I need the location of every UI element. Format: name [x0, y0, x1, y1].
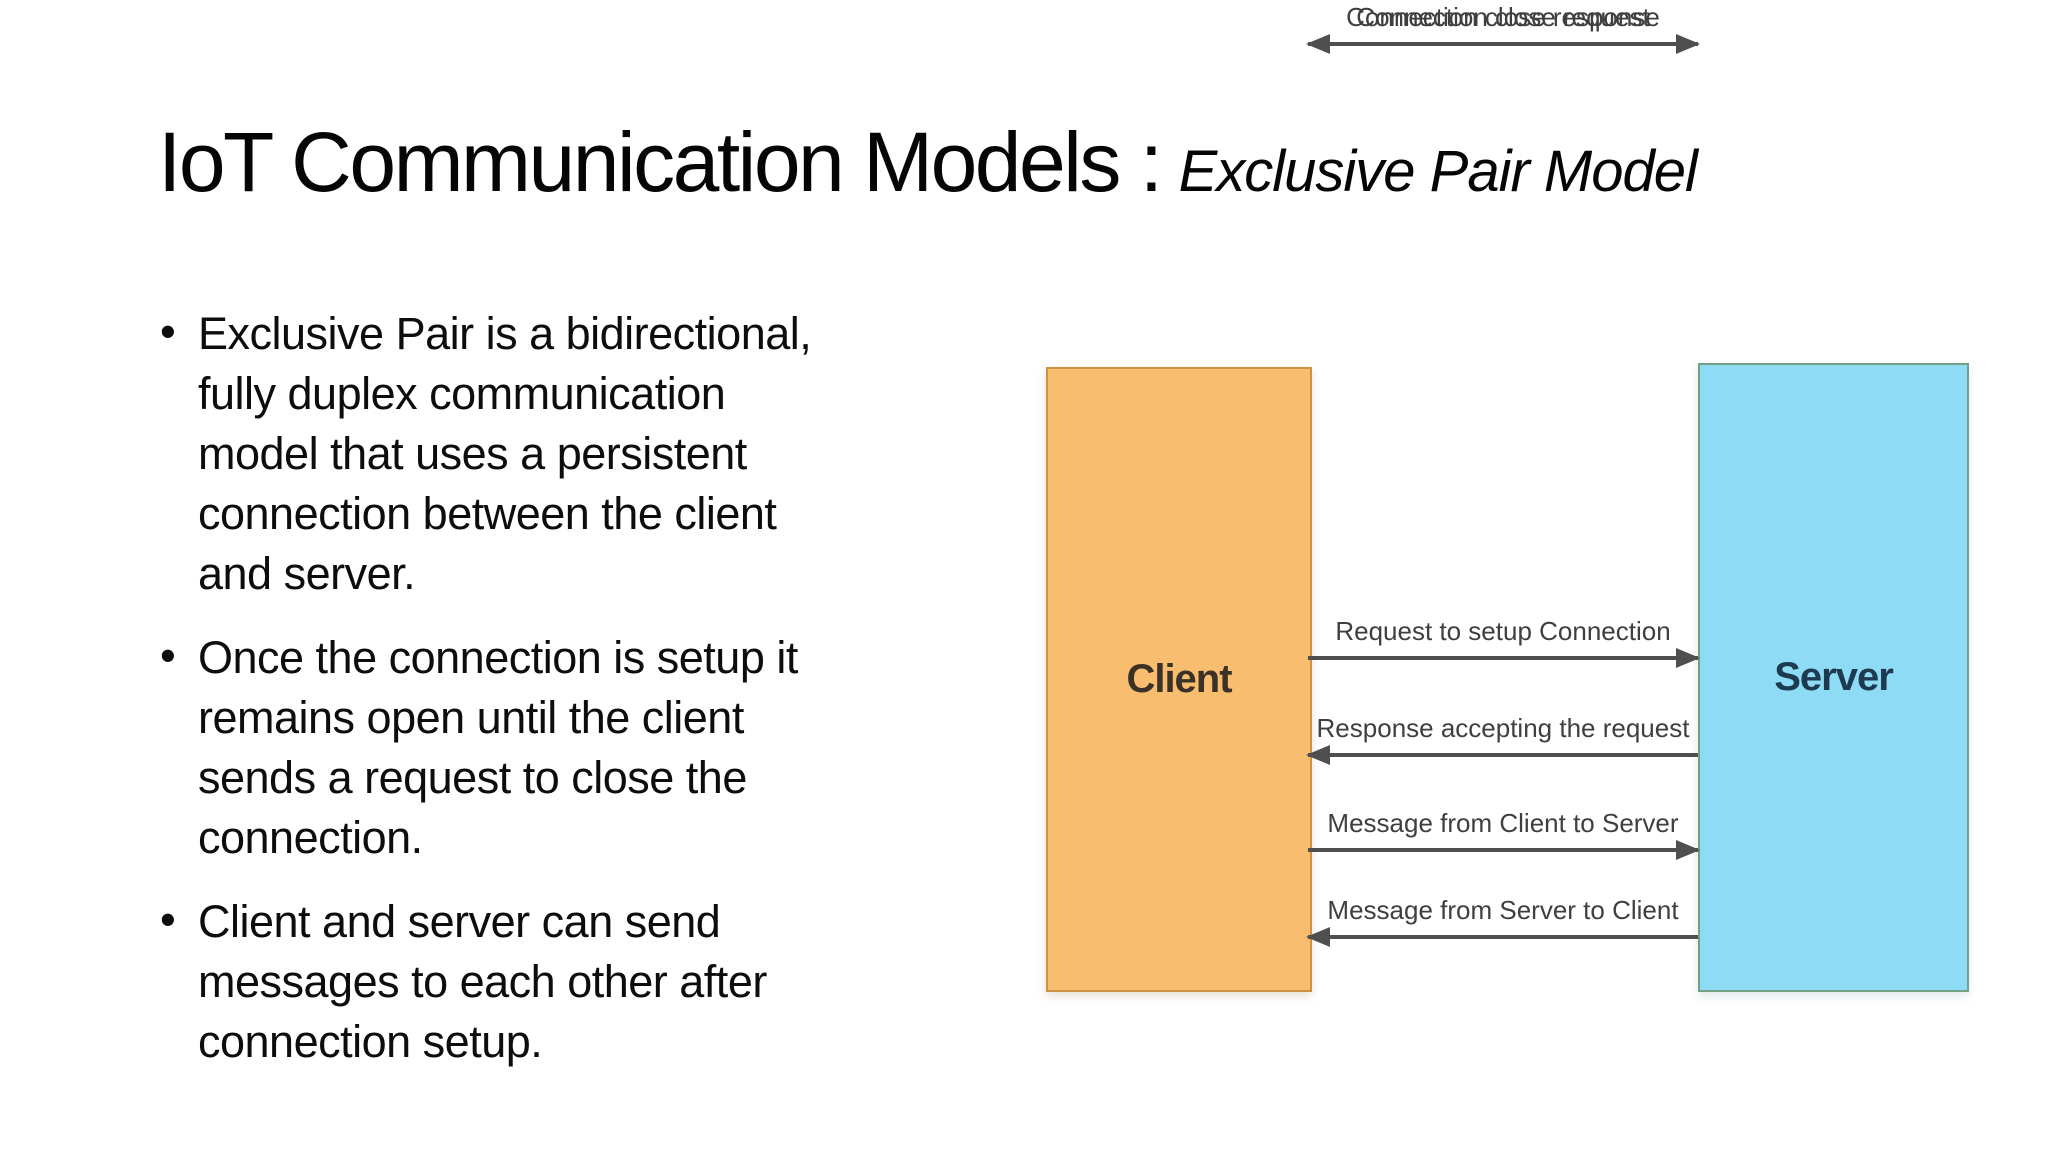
message-arrow-label: Response accepting the request	[1316, 713, 1690, 743]
bullet-item: Once the connection is setup it remains …	[160, 626, 970, 868]
message-arrow-3: Message from Client to Server	[1308, 806, 1700, 860]
title-main: IoT Communication Models :	[158, 115, 1163, 209]
bullet-item: Client and server can send messages to e…	[160, 890, 970, 1072]
message-arrow-label: Request to setup Connection	[1335, 616, 1671, 646]
client-box: Client	[1046, 367, 1312, 992]
message-arrow-label: Connection close request	[1356, 2, 1650, 32]
message-arrow-4: Message from Server to Client	[1306, 893, 1698, 947]
message-arrow-1: Request to setup Connection	[1308, 614, 1700, 668]
server-box-label: Server	[1774, 655, 1894, 699]
bullet-list: Exclusive Pair is a bidirectional, fully…	[160, 302, 970, 1096]
message-arrow-label: Message from Server to Client	[1327, 895, 1679, 925]
bullet-item: Exclusive Pair is a bidirectional, fully…	[160, 302, 970, 604]
message-arrow-label: Message from Client to Server	[1327, 808, 1679, 838]
message-arrow-6: Connection close response	[1306, 0, 1698, 54]
message-arrow-2: Response accepting the request	[1306, 711, 1698, 765]
client-box-label: Client	[1126, 657, 1232, 701]
left-arrow-icon	[1306, 927, 1698, 947]
left-arrow-icon	[1306, 34, 1698, 54]
server-box: Server	[1698, 363, 1969, 992]
right-arrow-icon	[1308, 648, 1700, 668]
message-arrow-label: Connection close response	[1346, 2, 1660, 32]
page-title: IoT Communication Models :Exclusive Pair…	[158, 114, 1698, 211]
right-arrow-icon	[1308, 840, 1700, 860]
title-subtitle: Exclusive Pair Model	[1178, 139, 1698, 204]
left-arrow-icon	[1306, 745, 1698, 765]
